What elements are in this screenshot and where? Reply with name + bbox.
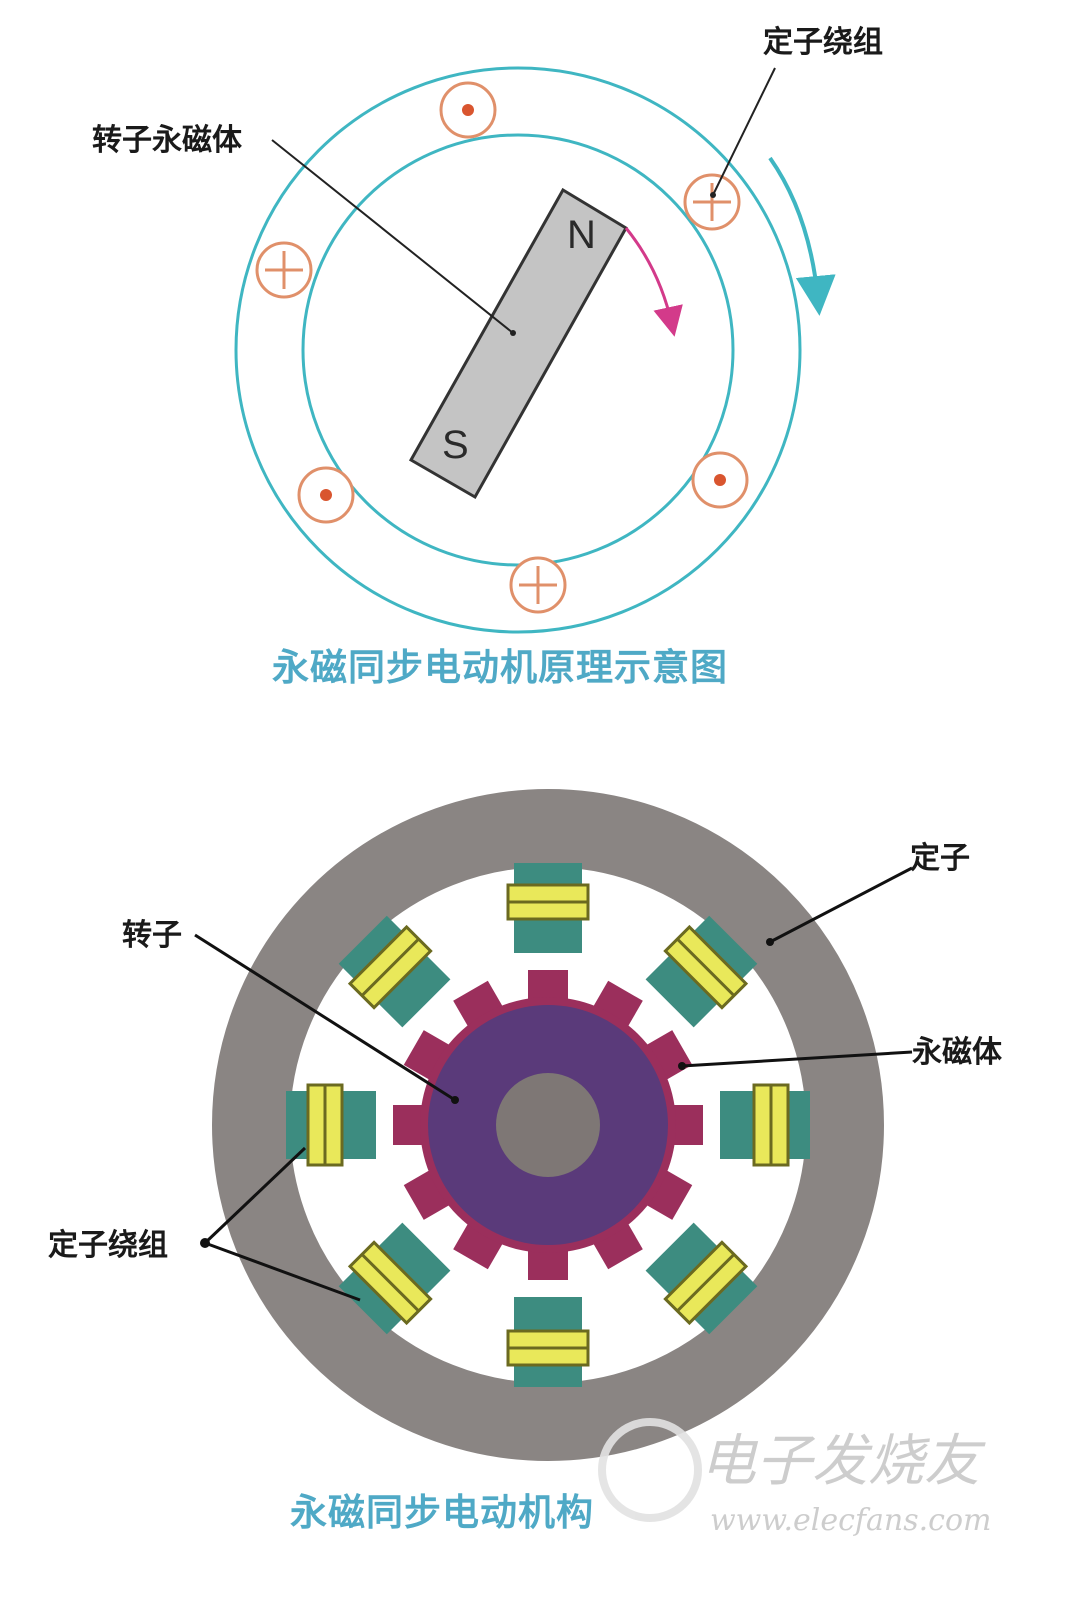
principle-diagram: N S 转子永磁体 定子绕组 永磁同步电动机原理示意图 (92, 25, 883, 689)
coil-dot-right (691, 451, 749, 509)
south-pole-label: S (442, 423, 469, 467)
stator-poles (286, 863, 810, 1387)
coil-cross-left (255, 241, 313, 299)
stator-winding-label: 定子绕组 (48, 1228, 168, 1263)
field-rotation-arrow (768, 156, 836, 316)
watermark-logo-icon (598, 1418, 702, 1522)
rotor-shaft (496, 1073, 600, 1177)
outer-stator-ring (234, 66, 802, 634)
rotor-rotation-arrow (624, 227, 683, 337)
north-pole-label: N (567, 213, 596, 257)
stator-winding-label-top: 定子绕组 (763, 25, 883, 60)
structure-diagram: 定子 转子 永磁体 定子绕组 永磁同步电动机构 (48, 789, 1003, 1534)
watermark-title: 电子发烧友 (700, 1429, 986, 1494)
rotor-permanent-magnet (408, 187, 629, 500)
rotor-magnet-label: 转子永磁体 (92, 123, 243, 158)
watermark-url: www.elecfans.com (710, 1503, 991, 1538)
elecfans-watermark: 电子发烧友 www.elecfans.com (598, 1418, 991, 1538)
structure-leader-lines (194, 866, 913, 1302)
coil-cross-upper-right (683, 173, 741, 231)
stator-ring (212, 789, 884, 1461)
structure-caption: 永磁同步电动机构 (290, 1491, 594, 1534)
principle-caption: 永磁同步电动机原理示意图 (272, 646, 728, 689)
coil-cross-bottom (509, 556, 567, 614)
permanent-magnet-label: 永磁体 (912, 1035, 1003, 1070)
rotor-label: 转子 (122, 918, 182, 953)
coil-dot-left (297, 466, 355, 524)
stator-label: 定子 (910, 841, 970, 876)
coil-dot-top (439, 81, 497, 139)
